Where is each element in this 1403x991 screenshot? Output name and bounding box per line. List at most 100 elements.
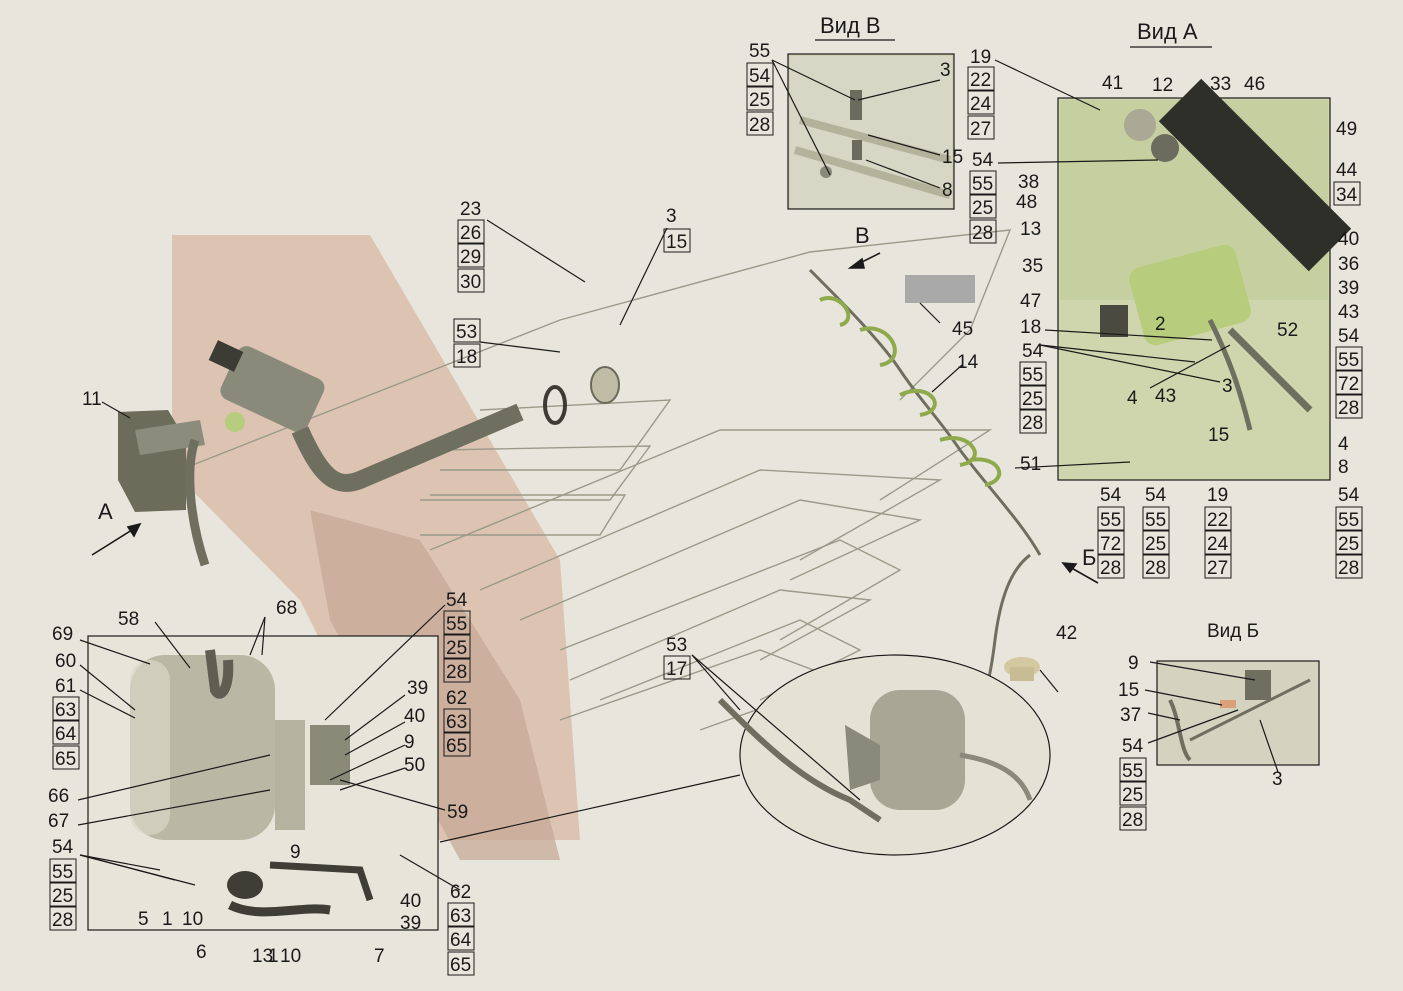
callout-c28a: 28 bbox=[972, 223, 993, 244]
callout-va_4a: 4 bbox=[1127, 388, 1138, 409]
callout-d_9b: 9 bbox=[404, 732, 415, 753]
callout-va_24: 24 bbox=[1207, 534, 1229, 555]
callout-box-va_55b bbox=[1335, 346, 1363, 371]
callout-box-c26 bbox=[457, 219, 485, 244]
callout-box-c30 bbox=[457, 268, 485, 293]
callout-va_33: 33 bbox=[1210, 74, 1231, 95]
arrow-b-head bbox=[1061, 562, 1078, 574]
callout-vb_28: 28 bbox=[749, 115, 770, 136]
arrow-a-label: А bbox=[98, 499, 113, 524]
callout-va_28d: 28 bbox=[1145, 558, 1166, 579]
callout-labels: 1153182326293031555542528315819222427545… bbox=[48, 41, 1363, 976]
callout-vb_25: 25 bbox=[749, 90, 770, 111]
callout-va_52: 52 bbox=[1277, 320, 1298, 341]
callout-c23: 23 bbox=[460, 199, 481, 220]
callout-c22a: 22 bbox=[970, 70, 991, 91]
callout-d_50: 50 bbox=[404, 755, 425, 776]
callout-box-va_22 bbox=[1204, 506, 1232, 531]
callout-vbb_3: 3 bbox=[1272, 769, 1283, 790]
callout-d_64: 64 bbox=[55, 724, 77, 745]
callout-box-c15a bbox=[663, 228, 691, 253]
callout-va_25a: 25 bbox=[1022, 389, 1043, 410]
callout-d_63: 63 bbox=[55, 700, 76, 721]
callout-c18: 18 bbox=[456, 347, 477, 368]
callout-va_28a: 28 bbox=[1022, 413, 1043, 434]
callout-m_62: 62 bbox=[446, 688, 467, 709]
callout-va_40: 40 bbox=[1338, 229, 1359, 250]
view-titles: Вид В Вид А Вид Б bbox=[815, 13, 1259, 642]
callout-c53b: 53 bbox=[666, 635, 687, 656]
callout-va_72c: 72 bbox=[1100, 534, 1121, 555]
callout-c15a: 15 bbox=[666, 232, 687, 253]
callout-va_18: 18 bbox=[1020, 317, 1041, 338]
coupling bbox=[590, 366, 620, 404]
arrow-v-label: В bbox=[855, 223, 870, 248]
view-b-title: Вид Б bbox=[1207, 621, 1259, 642]
callout-box-d_65 bbox=[52, 745, 80, 770]
callout-box-m_65 bbox=[443, 732, 471, 757]
callout-c42: 42 bbox=[1056, 623, 1077, 644]
callout-box-c18 bbox=[453, 343, 481, 368]
arrow-b-label: Б bbox=[1082, 545, 1096, 570]
callout-c17: 17 bbox=[666, 659, 687, 680]
callout-box-m_63 bbox=[443, 708, 471, 733]
heater-detail-content bbox=[130, 649, 374, 917]
callout-box-d_64 bbox=[52, 720, 80, 745]
callout-box-b_63 bbox=[447, 902, 475, 927]
callout-va_54b: 54 bbox=[1338, 326, 1360, 347]
callout-va_35: 35 bbox=[1022, 256, 1043, 277]
callout-vbb_15: 15 bbox=[1118, 680, 1139, 701]
callout-d_25: 25 bbox=[52, 886, 73, 907]
callout-va_34: 34 bbox=[1336, 185, 1358, 206]
callout-box-vb_54 bbox=[746, 62, 774, 87]
callout-vb_54: 54 bbox=[749, 66, 771, 87]
view-b-content bbox=[1168, 670, 1311, 762]
arrow-labels: А В Б bbox=[98, 223, 1096, 570]
callout-box-va_55c bbox=[1097, 506, 1125, 531]
callout-m_28: 28 bbox=[446, 662, 467, 683]
callout-box-c29 bbox=[457, 243, 485, 268]
callout-d_6: 6 bbox=[196, 942, 207, 963]
view-a-content bbox=[1060, 78, 1352, 431]
callout-va_15: 15 bbox=[1208, 425, 1229, 446]
callout-d_66: 66 bbox=[48, 786, 69, 807]
callout-va_2: 2 bbox=[1155, 314, 1166, 335]
view-a-title: Вид А bbox=[1137, 19, 1198, 44]
callout-va_54e: 54 bbox=[1338, 485, 1360, 506]
callout-box-c28a bbox=[969, 219, 997, 244]
callout-vb_55: 55 bbox=[749, 41, 770, 62]
callout-va_55b: 55 bbox=[1338, 350, 1359, 371]
callout-c27a: 27 bbox=[970, 119, 991, 140]
callout-box-vbb_25 bbox=[1119, 781, 1147, 806]
callout-vbb_25: 25 bbox=[1122, 785, 1143, 806]
callout-box-va_28b bbox=[1335, 394, 1363, 419]
callout-d_10: 10 bbox=[182, 909, 203, 930]
bracket bbox=[135, 420, 205, 455]
callout-box-va_28d bbox=[1142, 554, 1170, 579]
view-v-content bbox=[790, 56, 952, 208]
callout-d_68: 68 bbox=[276, 598, 297, 619]
callout-box-va_34 bbox=[1333, 181, 1361, 206]
callout-va_28c: 28 bbox=[1100, 558, 1121, 579]
callout-va_22: 22 bbox=[1207, 510, 1228, 531]
callout-va_54a: 54 bbox=[1022, 341, 1044, 362]
callout-box-c55a bbox=[969, 170, 997, 195]
callout-va_55d: 55 bbox=[1145, 510, 1166, 531]
callout-va_44: 44 bbox=[1336, 160, 1358, 181]
callout-box-m_55 bbox=[443, 610, 471, 635]
muffler-assembly bbox=[118, 340, 620, 567]
callout-box-d_63 bbox=[52, 696, 80, 721]
callout-va_54d: 54 bbox=[1145, 485, 1167, 506]
callout-c30: 30 bbox=[460, 272, 481, 293]
callout-d_1: 1 bbox=[162, 909, 173, 930]
exhaust-pipe bbox=[291, 403, 524, 492]
callout-d_60: 60 bbox=[55, 651, 76, 672]
callout-d_40a: 40 bbox=[400, 891, 421, 912]
callout-d_61: 61 bbox=[55, 676, 76, 697]
callout-m_65: 65 bbox=[446, 736, 467, 757]
callout-c55a: 55 bbox=[972, 174, 993, 195]
callout-va_72b: 72 bbox=[1338, 374, 1359, 395]
callout-box-va_55a bbox=[1019, 361, 1047, 386]
callout-box-va_25e bbox=[1335, 530, 1363, 555]
callout-va_28e: 28 bbox=[1338, 558, 1359, 579]
